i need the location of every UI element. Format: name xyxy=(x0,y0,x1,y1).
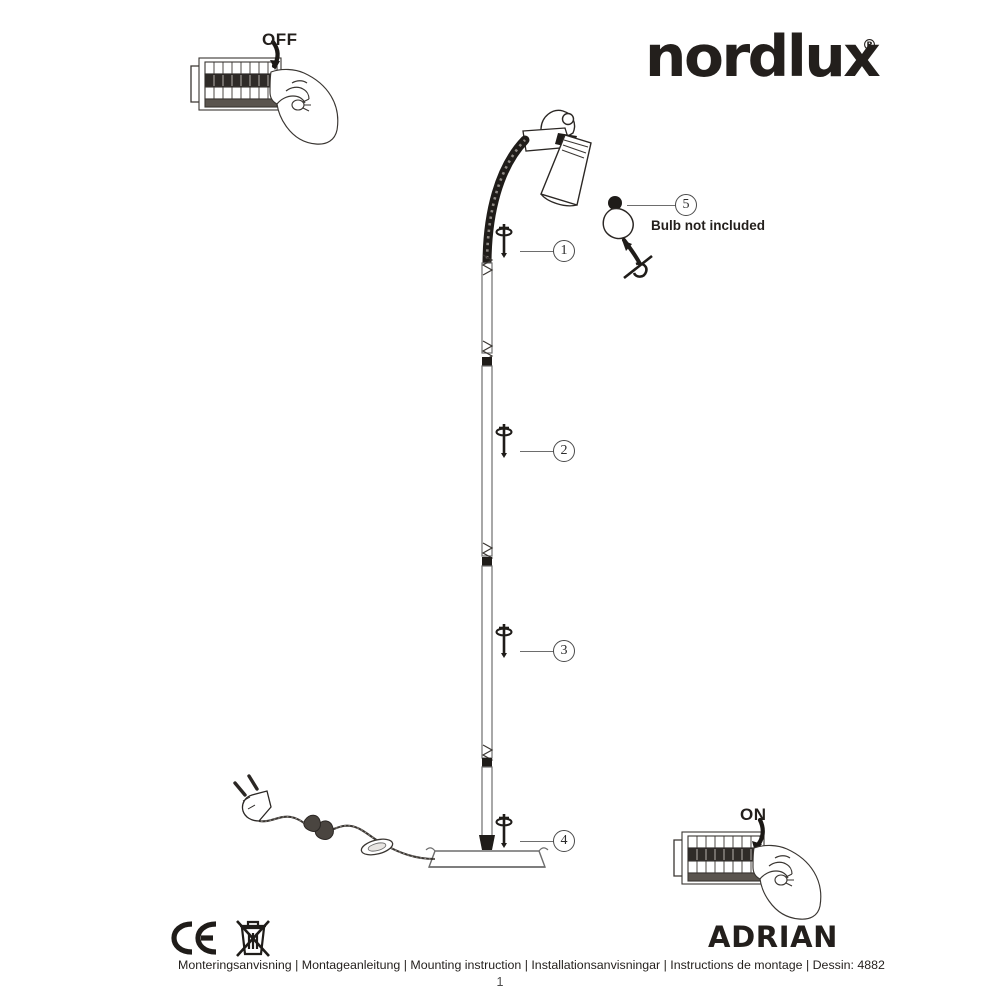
callout-3: 3 xyxy=(553,640,579,666)
power-cord xyxy=(258,815,436,861)
cord-bundle xyxy=(303,814,334,840)
nordlux-logo: nordlux ® xyxy=(645,28,881,88)
callout-4-label: 4 xyxy=(560,833,568,848)
screw-rotation-icon-3 xyxy=(495,624,513,658)
callout-1: 1 xyxy=(553,240,579,266)
screw-rotation-icon-1 xyxy=(495,224,513,258)
middle-pole-section xyxy=(481,365,494,566)
fuse-box-hand-on-icon xyxy=(673,817,822,920)
callout-2-ring: 2 xyxy=(553,440,575,462)
power-off-illustration: OFF xyxy=(185,28,375,148)
registered-trademark-icon: ® xyxy=(862,36,877,54)
europlug xyxy=(233,774,272,822)
lamp-shade-head xyxy=(522,109,592,207)
screw-rotation-icon-4 xyxy=(495,814,513,848)
callout-5-label: 5 xyxy=(682,197,690,212)
callout-3-label: 3 xyxy=(560,643,568,658)
brand-name: nordlux xyxy=(645,24,881,90)
upper-pole-section xyxy=(481,254,494,366)
power-on-illustration: ON xyxy=(668,800,858,920)
callout-5: 5 xyxy=(675,194,701,220)
ce-mark-icon xyxy=(171,921,217,955)
lower-pole-section xyxy=(481,565,494,846)
callout-leader-1 xyxy=(520,251,556,253)
gooseneck-arm xyxy=(482,135,530,270)
base-plate xyxy=(425,835,549,868)
inline-foot-switch xyxy=(360,838,394,856)
callout-3-ring: 3 xyxy=(553,640,575,662)
callout-leader-2 xyxy=(520,451,556,453)
callout-4-ring: 4 xyxy=(553,830,575,852)
do-not-touch-crossed-arrow-icon xyxy=(622,238,653,280)
callout-2-label: 2 xyxy=(560,443,568,458)
callout-5-ring: 5 xyxy=(675,194,697,216)
product-name: ADRIAN xyxy=(708,920,838,954)
crossed-out-wheelie-bin-icon xyxy=(236,920,270,957)
callout-1-label: 1 xyxy=(560,243,568,258)
footer-languages: Monteringsanvisning | Montageanleitung |… xyxy=(178,958,885,972)
pole-joint-upper xyxy=(481,340,494,366)
power-off-label: OFF xyxy=(262,30,298,49)
page-number: 1 xyxy=(496,975,504,989)
adrian-floor-lamp-diagram xyxy=(233,109,592,868)
bulb-not-included-note: Bulb not included xyxy=(651,218,765,233)
power-on-label: ON xyxy=(740,805,767,824)
callout-1-ring: 1 xyxy=(553,240,575,262)
pole-joint-lower xyxy=(481,744,494,767)
callout-leader-3 xyxy=(520,651,556,653)
light-bulb-icon xyxy=(602,196,634,240)
pole-joint-middle xyxy=(481,542,494,566)
callout-leader-5 xyxy=(627,205,677,207)
callout-2: 2 xyxy=(553,440,579,466)
callout-4: 4 xyxy=(553,830,579,856)
screw-rotation-icon-2 xyxy=(495,424,513,458)
fuse-box-hand-off-icon xyxy=(190,39,339,145)
callout-leader-4 xyxy=(520,841,556,843)
